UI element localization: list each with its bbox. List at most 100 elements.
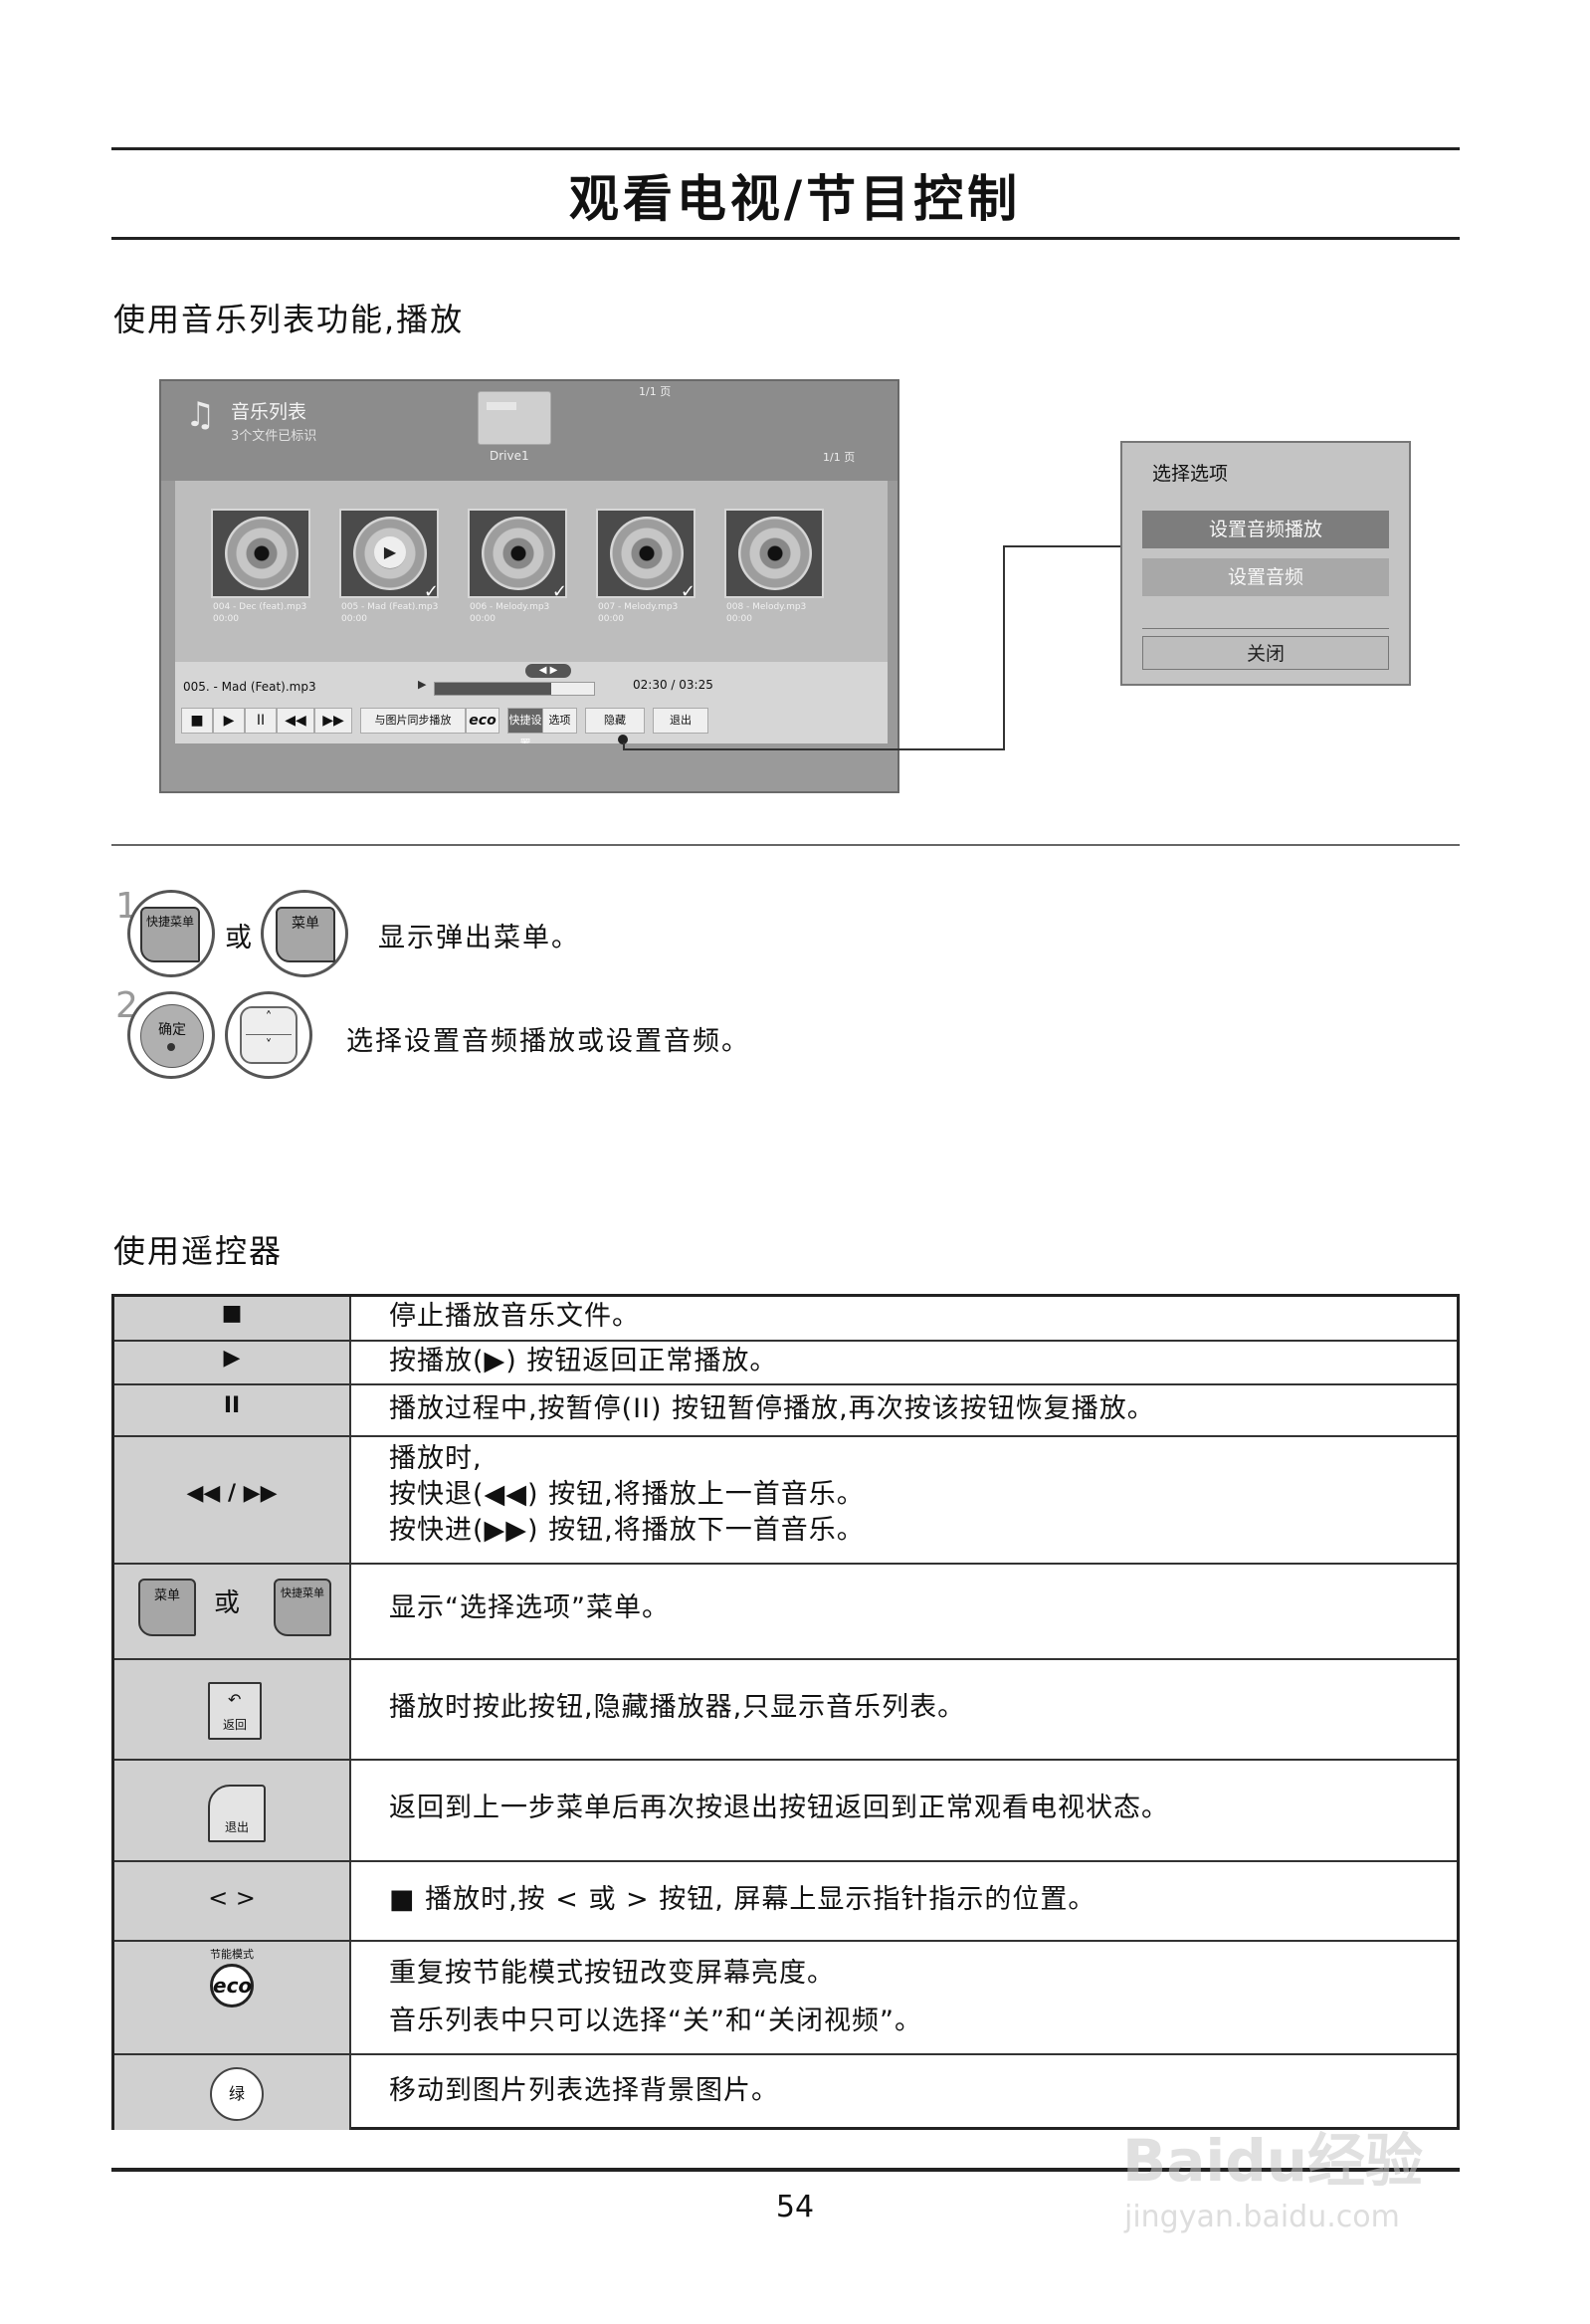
play-icon: ▶ [223,1346,241,1371]
check-mark-icon: ✓ [551,581,567,602]
back-key[interactable]: ↶ 返回 [208,1682,262,1740]
desc-line: 移动到图片列表选择背景图片。 [389,2075,779,2106]
section-heading-remote: 使用遥控器 [113,1232,284,1270]
table-key-cell: II [114,1385,349,1435]
table-desc-cell: 返回到上一步菜单后再次按退出按钮返回到正常观看电视状态。 [349,1761,1457,1860]
sync-with-photo-button[interactable]: 与图片同步播放 [360,708,466,734]
file-name: 007 - Melody.mp3 [598,602,679,612]
disc-icon [225,517,298,590]
eco-key[interactable]: eco [210,1964,254,2007]
ok-dot-icon [167,1043,175,1051]
quick-menu-key[interactable]: 快捷菜单 [140,907,200,962]
file-duration: 00:00 [213,614,239,624]
options-button[interactable]: 选项 [543,708,577,734]
down-arrow-icon: ˅ [265,1038,273,1053]
drive-label: Drive1 [490,449,529,463]
table-key-cell: ■ [114,1297,349,1340]
desc-line: 停止播放音乐文件。 [389,1301,640,1332]
file-thumbnail[interactable]: ✓ [596,509,696,602]
exit-key[interactable]: 退出 [208,1785,266,1842]
file-name: 004 - Dec (feat).mp3 [213,602,307,612]
pointer-indicator-icon: ◀ ▶ [525,664,571,678]
table-row: II 播放过程中,按暂停(II) 按钮暂停播放,再次按该按钮恢复播放。 [114,1383,1457,1435]
table-key-cell: < > [114,1862,349,1940]
table-desc-cell: 移动到图片列表选择背景图片。 [349,2055,1457,2130]
popup-item-audio-settings[interactable]: 设置音频 [1142,558,1389,596]
popup-item-audio-playback[interactable]: 设置音频播放 [1142,511,1389,548]
play-time: 02:30 / 03:25 [633,678,713,692]
music-note-icon: ♫ [185,395,216,435]
disc-icon [610,517,684,590]
file-duration: 00:00 [726,614,752,624]
table-row: < > ■ 播放时,按 < 或 > 按钮, 屏幕上显示指针指示的位置。 [114,1860,1457,1940]
step-1-text: 显示弹出菜单。 [378,923,580,953]
baidu-watermark-logo: Baidu经验 [1122,2127,1424,2195]
hide-button[interactable]: 隐藏 [585,708,645,734]
desc-line: 按快进(▶▶) 按钮,将播放下一首音乐。 [389,1515,865,1546]
desc-line: 播放时, [389,1443,483,1474]
up-down-key[interactable]: ˄ ˅ [240,1006,298,1064]
table-key-cell: ▶ [114,1342,349,1383]
pause-button[interactable]: II [245,708,277,734]
quick-menu-key[interactable]: 快捷菜单 [274,1579,331,1636]
play-button[interactable]: ▶ [213,708,245,734]
table-row: ↶ 返回 播放时按此按钮,隐藏播放器,只显示音乐列表。 [114,1658,1457,1759]
file-name: 006 - Melody.mp3 [470,602,550,612]
key-label: 返回 [222,1718,247,1732]
rewind-fast-forward-icon: ◀◀ / ▶▶ [186,1481,278,1506]
key-label: 快捷菜单 [281,1586,324,1599]
menu-key[interactable]: 菜单 [276,907,335,962]
desc-line: 音乐列表中只可以选择“关”和“关闭视频”。 [389,2006,922,2036]
rewind-button[interactable]: ◀◀ [277,708,314,734]
music-list-screen: ♫ 音乐列表 3个文件已标识 Drive1 1/1 页 1/1 页 004 - … [159,379,899,793]
ok-key-frame: 确定 [127,991,215,1079]
table-desc-cell: 显示“选择选项”菜单。 [349,1565,1457,1658]
eco-button[interactable]: eco [466,708,499,734]
check-mark-icon: ✓ [423,581,439,602]
key-label: 确定 [158,1022,186,1038]
back-arrow-icon: ↶ [228,1690,242,1709]
ok-key[interactable]: 确定 [140,1004,204,1068]
key-label: 退出 [224,1820,249,1834]
table-key-cell: 节能模式 eco [114,1942,349,2053]
select-option-popup: 选择选项 设置音频播放 设置音频 关闭 [1120,441,1411,686]
table-desc-cell: 播放时, 按快退(◀◀) 按钮,将播放上一首音乐。 按快进(▶▶) 按钮,将播放… [349,1437,1457,1563]
progress-bar[interactable] [434,682,595,696]
section-divider [111,844,1460,846]
music-list-title: 音乐列表 [231,401,307,423]
quick-menu-tag[interactable]: 快捷设置 [507,708,543,750]
table-row: 退出 返回到上一步菜单后再次按退出按钮返回到正常观看电视状态。 [114,1759,1457,1860]
file-thumbnail[interactable]: ✓ [468,509,567,602]
file-thumbnail[interactable] [724,509,824,598]
table-row: 节能模式 eco 重复按节能模式按钮改变屏幕亮度。 音乐列表中只可以选择“关”和… [114,1940,1457,2053]
exit-button[interactable]: 退出 [653,708,708,734]
page-title: 观看电视/节目控制 [568,170,1022,228]
left-right-icon: < > [208,1884,256,1912]
up-arrow-icon: ˄ [265,1010,273,1025]
table-row: ■ 停止播放音乐文件。 [114,1297,1457,1340]
remote-control-table: ■ 停止播放音乐文件。 ▶ 按播放(▶) 按钮返回正常播放。 II 播放过程中,… [111,1294,1460,2130]
green-key[interactable]: 绿 [210,2067,264,2121]
folder-icon[interactable] [478,391,551,445]
table-desc-cell: ■ 播放时,按 < 或 > 按钮, 屏幕上显示指针指示的位置。 [349,1862,1457,1940]
check-mark-icon: ✓ [680,581,696,602]
disc-icon [482,517,555,590]
footer-rule [111,2168,1460,2172]
stop-button[interactable]: ■ [181,708,213,734]
popup-close-button[interactable]: 关闭 [1142,636,1389,670]
table-key-cell: ↶ 返回 [114,1660,349,1759]
menu-key-frame: 菜单 [261,890,348,977]
file-thumbnail[interactable]: ▶✓ [339,509,439,602]
connector-line [1003,545,1120,547]
play-overlay-icon: ▶ [374,536,406,568]
fast-forward-button[interactable]: ▶▶ [314,708,352,734]
table-row: ◀◀ / ▶▶ 播放时, 按快退(◀◀) 按钮,将播放上一首音乐。 按快进(▶▶… [114,1435,1457,1563]
menu-key[interactable]: 菜单 [138,1579,196,1636]
table-desc-cell: 停止播放音乐文件。 [349,1297,1457,1340]
table-key-cell: 退出 [114,1761,349,1860]
desc-line: 显示“选择选项”菜单。 [389,1592,670,1623]
file-thumbnail[interactable] [211,509,310,598]
disc-icon [738,517,812,590]
connector-line [1003,545,1005,750]
key-label: 快捷菜单 [145,915,194,929]
